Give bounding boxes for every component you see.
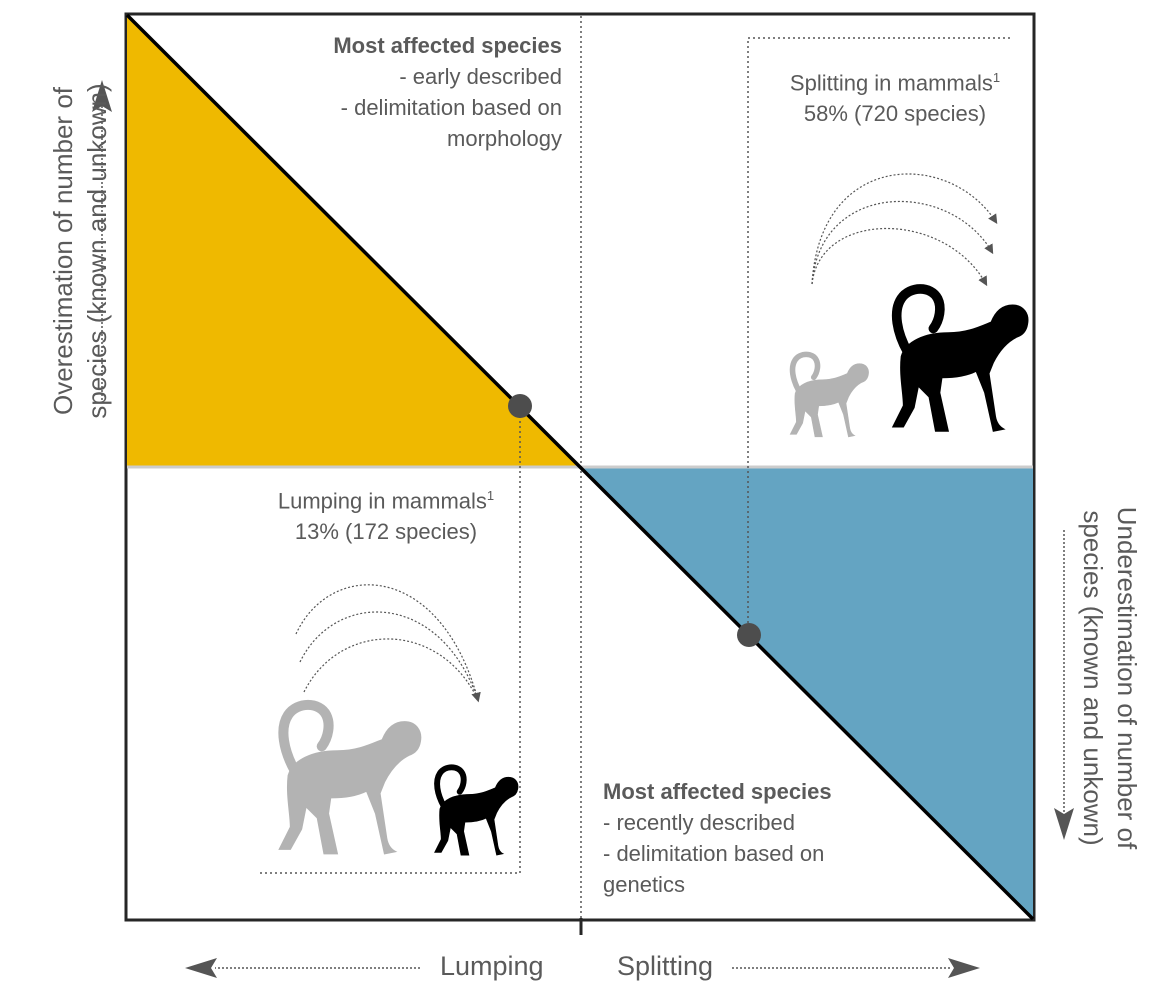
bottom-right-line-3: genetics	[603, 872, 685, 897]
y-axis-underestimation-label: Underestimation of number of species (kn…	[1076, 448, 1144, 908]
splitting-arrows	[811, 173, 998, 287]
x-axis-splitting-label: Splitting	[617, 951, 714, 981]
x-right-arrowhead	[948, 958, 980, 978]
bottom-right-line-2: - delimitation based on	[603, 841, 825, 866]
diagonal-line	[125, 13, 1035, 921]
y-up-arrowhead	[92, 80, 112, 112]
top-left-line-3: morphology	[447, 126, 562, 151]
lumping-percentage: 13% (172 species)	[294, 519, 478, 545]
splitting-footnote-mark: 1	[992, 70, 1001, 85]
lumping-footnote-mark: 1	[486, 488, 495, 503]
lumping-arrows	[295, 584, 481, 703]
lumping-mammals-label: Lumping in mammals	[277, 488, 487, 514]
bottom-right-text-block: Most affected species - recently describ…	[603, 776, 903, 900]
splitting-percentage: 58% (720 species)	[803, 101, 987, 127]
lumping-callout-line	[258, 406, 521, 874]
splitting-dot	[737, 623, 761, 647]
top-left-text-block: Most affected species - early described …	[260, 30, 562, 154]
top-left-line-1: - early described	[399, 64, 562, 89]
y-down-arrowhead	[1054, 808, 1074, 840]
top-right-text-block: Splitting in mammals1 58% (720 species)	[770, 62, 1020, 129]
top-left-line-2: - delimitation based on	[340, 95, 562, 120]
x-left-arrowhead	[185, 958, 217, 978]
bottom-right-heading: Most affected species	[603, 779, 832, 804]
overestimation-line-2: species (known and unkown)	[82, 83, 112, 419]
underestimation-line-1: Underestimation of number of	[1112, 506, 1142, 850]
bottom-left-text-block: Lumping in mammals1 13% (172 species)	[256, 480, 516, 547]
splitting-mammals-label: Splitting in mammals	[789, 70, 993, 96]
overestimation-line-1: Overestimation of number of	[48, 86, 78, 416]
splitting-callout-line	[747, 37, 1010, 634]
x-axis-lumping-label: Lumping	[440, 951, 544, 981]
lumping-dot	[508, 394, 532, 418]
top-left-heading: Most affected species	[333, 33, 562, 58]
underestimation-line-2: species (known and unkown)	[1078, 510, 1108, 846]
y-axis-overestimation-label: Overestimation of number of species (kno…	[46, 21, 114, 481]
bottom-right-line-1: - recently described	[603, 810, 795, 835]
